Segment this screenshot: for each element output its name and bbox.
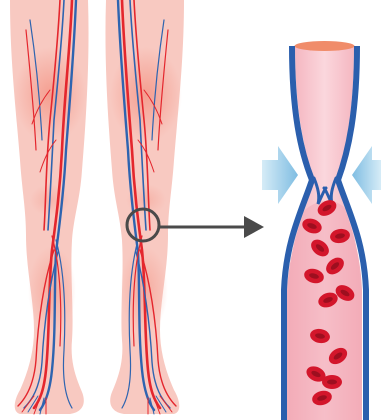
magnified-vein bbox=[284, 41, 366, 420]
vein-opening bbox=[295, 41, 355, 51]
left-pressure-arrow-icon bbox=[262, 146, 298, 204]
thigh-gap bbox=[92, 0, 102, 60]
connector-arrowhead-icon bbox=[244, 216, 264, 238]
legs bbox=[10, 0, 184, 414]
right-pressure-arrow-icon bbox=[352, 146, 381, 204]
blood-cell-center bbox=[327, 380, 337, 385]
